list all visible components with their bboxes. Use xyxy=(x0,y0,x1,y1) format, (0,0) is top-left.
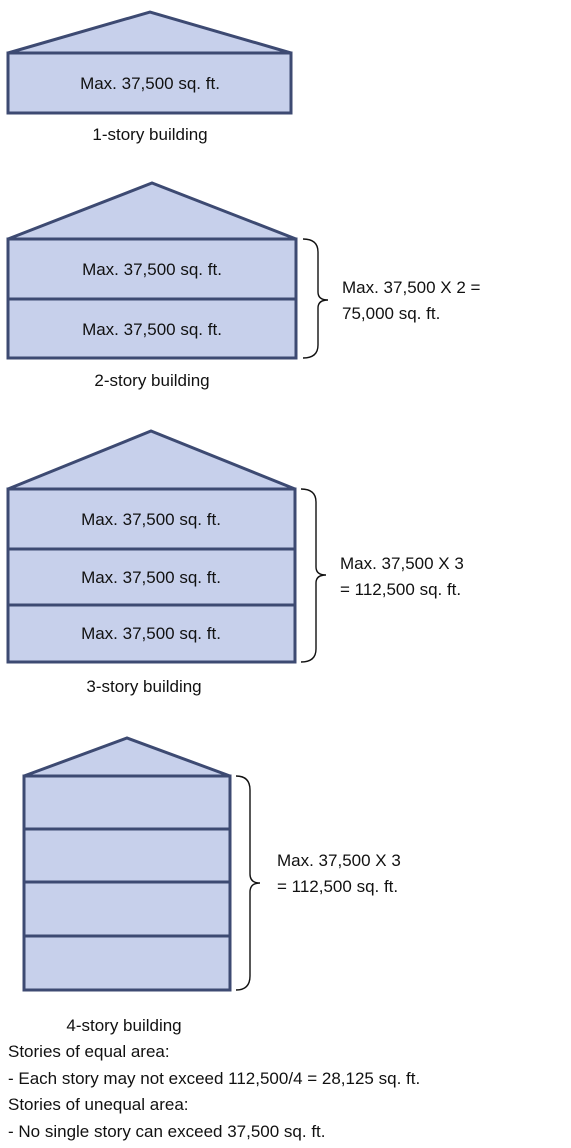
building-1-caption: 1-story building xyxy=(92,125,207,144)
building-4-floor-2 xyxy=(22,827,232,884)
building-3-floor-1-label: Max. 37,500 sq. ft. xyxy=(81,510,221,529)
building-2-floor-2 xyxy=(6,297,298,360)
building-4-caption: 4-story building xyxy=(66,1016,181,1035)
building-3-total-line2: = 112,500 sq. ft. xyxy=(340,580,461,599)
building-3-floor-2-label: Max. 37,500 sq. ft. xyxy=(81,568,221,587)
building-2-total-line2: 75,000 sq. ft. xyxy=(342,304,440,323)
building-2-story: Max. 37,500 sq. ft. Max. 37,500 sq. ft. … xyxy=(6,181,481,390)
building-2-total-line1: Max. 37,500 X 2 = xyxy=(342,278,481,297)
building-4-total-line2: = 112,500 sq. ft. xyxy=(277,877,398,896)
note-unequal-area-heading: Stories of unequal area: xyxy=(8,1095,189,1114)
building-3-roof xyxy=(7,429,296,491)
building-4-total-line1: Max. 37,500 X 3 xyxy=(277,851,401,870)
building-3-floor-3 xyxy=(6,603,297,664)
building-4-floor-1 xyxy=(22,774,232,831)
building-1-story: Max. 37,500 sq. ft. 1-story building xyxy=(6,10,293,144)
note-equal-area-rule: - Each story may not exceed 112,500/4 = … xyxy=(8,1069,421,1088)
building-4-brace xyxy=(235,775,261,991)
building-4-floor-4 xyxy=(22,934,232,992)
building-4-story: 4-story building Max. 37,500 X 3 = 112,5… xyxy=(22,736,401,1035)
note-equal-area-heading: Stories of equal area: xyxy=(8,1042,170,1061)
building-3-floor-1 xyxy=(6,487,297,551)
building-1-floor-1 xyxy=(6,51,293,115)
building-3-story: Max. 37,500 sq. ft. Max. 37,500 sq. ft. … xyxy=(6,429,464,696)
building-2-caption: 2-story building xyxy=(94,371,209,390)
building-2-brace xyxy=(302,238,329,359)
building-1-roof xyxy=(7,10,292,55)
building-2-floor-1-label: Max. 37,500 sq. ft. xyxy=(82,260,222,279)
building-2-floor-1 xyxy=(6,237,298,301)
building-3-brace xyxy=(300,488,327,663)
note-unequal-area-rule: - No single story can exceed 37,500 sq. … xyxy=(8,1122,326,1141)
building-2-floor-2-label: Max. 37,500 sq. ft. xyxy=(82,320,222,339)
building-4-floor-3 xyxy=(22,880,232,938)
building-3-floor-3-label: Max. 37,500 sq. ft. xyxy=(81,624,221,643)
building-3-caption: 3-story building xyxy=(86,677,201,696)
building-2-roof xyxy=(7,181,297,241)
building-3-total-line1: Max. 37,500 X 3 xyxy=(340,554,464,573)
building-1-floor-1-label: Max. 37,500 sq. ft. xyxy=(80,74,220,93)
building-4-roof xyxy=(23,736,231,778)
